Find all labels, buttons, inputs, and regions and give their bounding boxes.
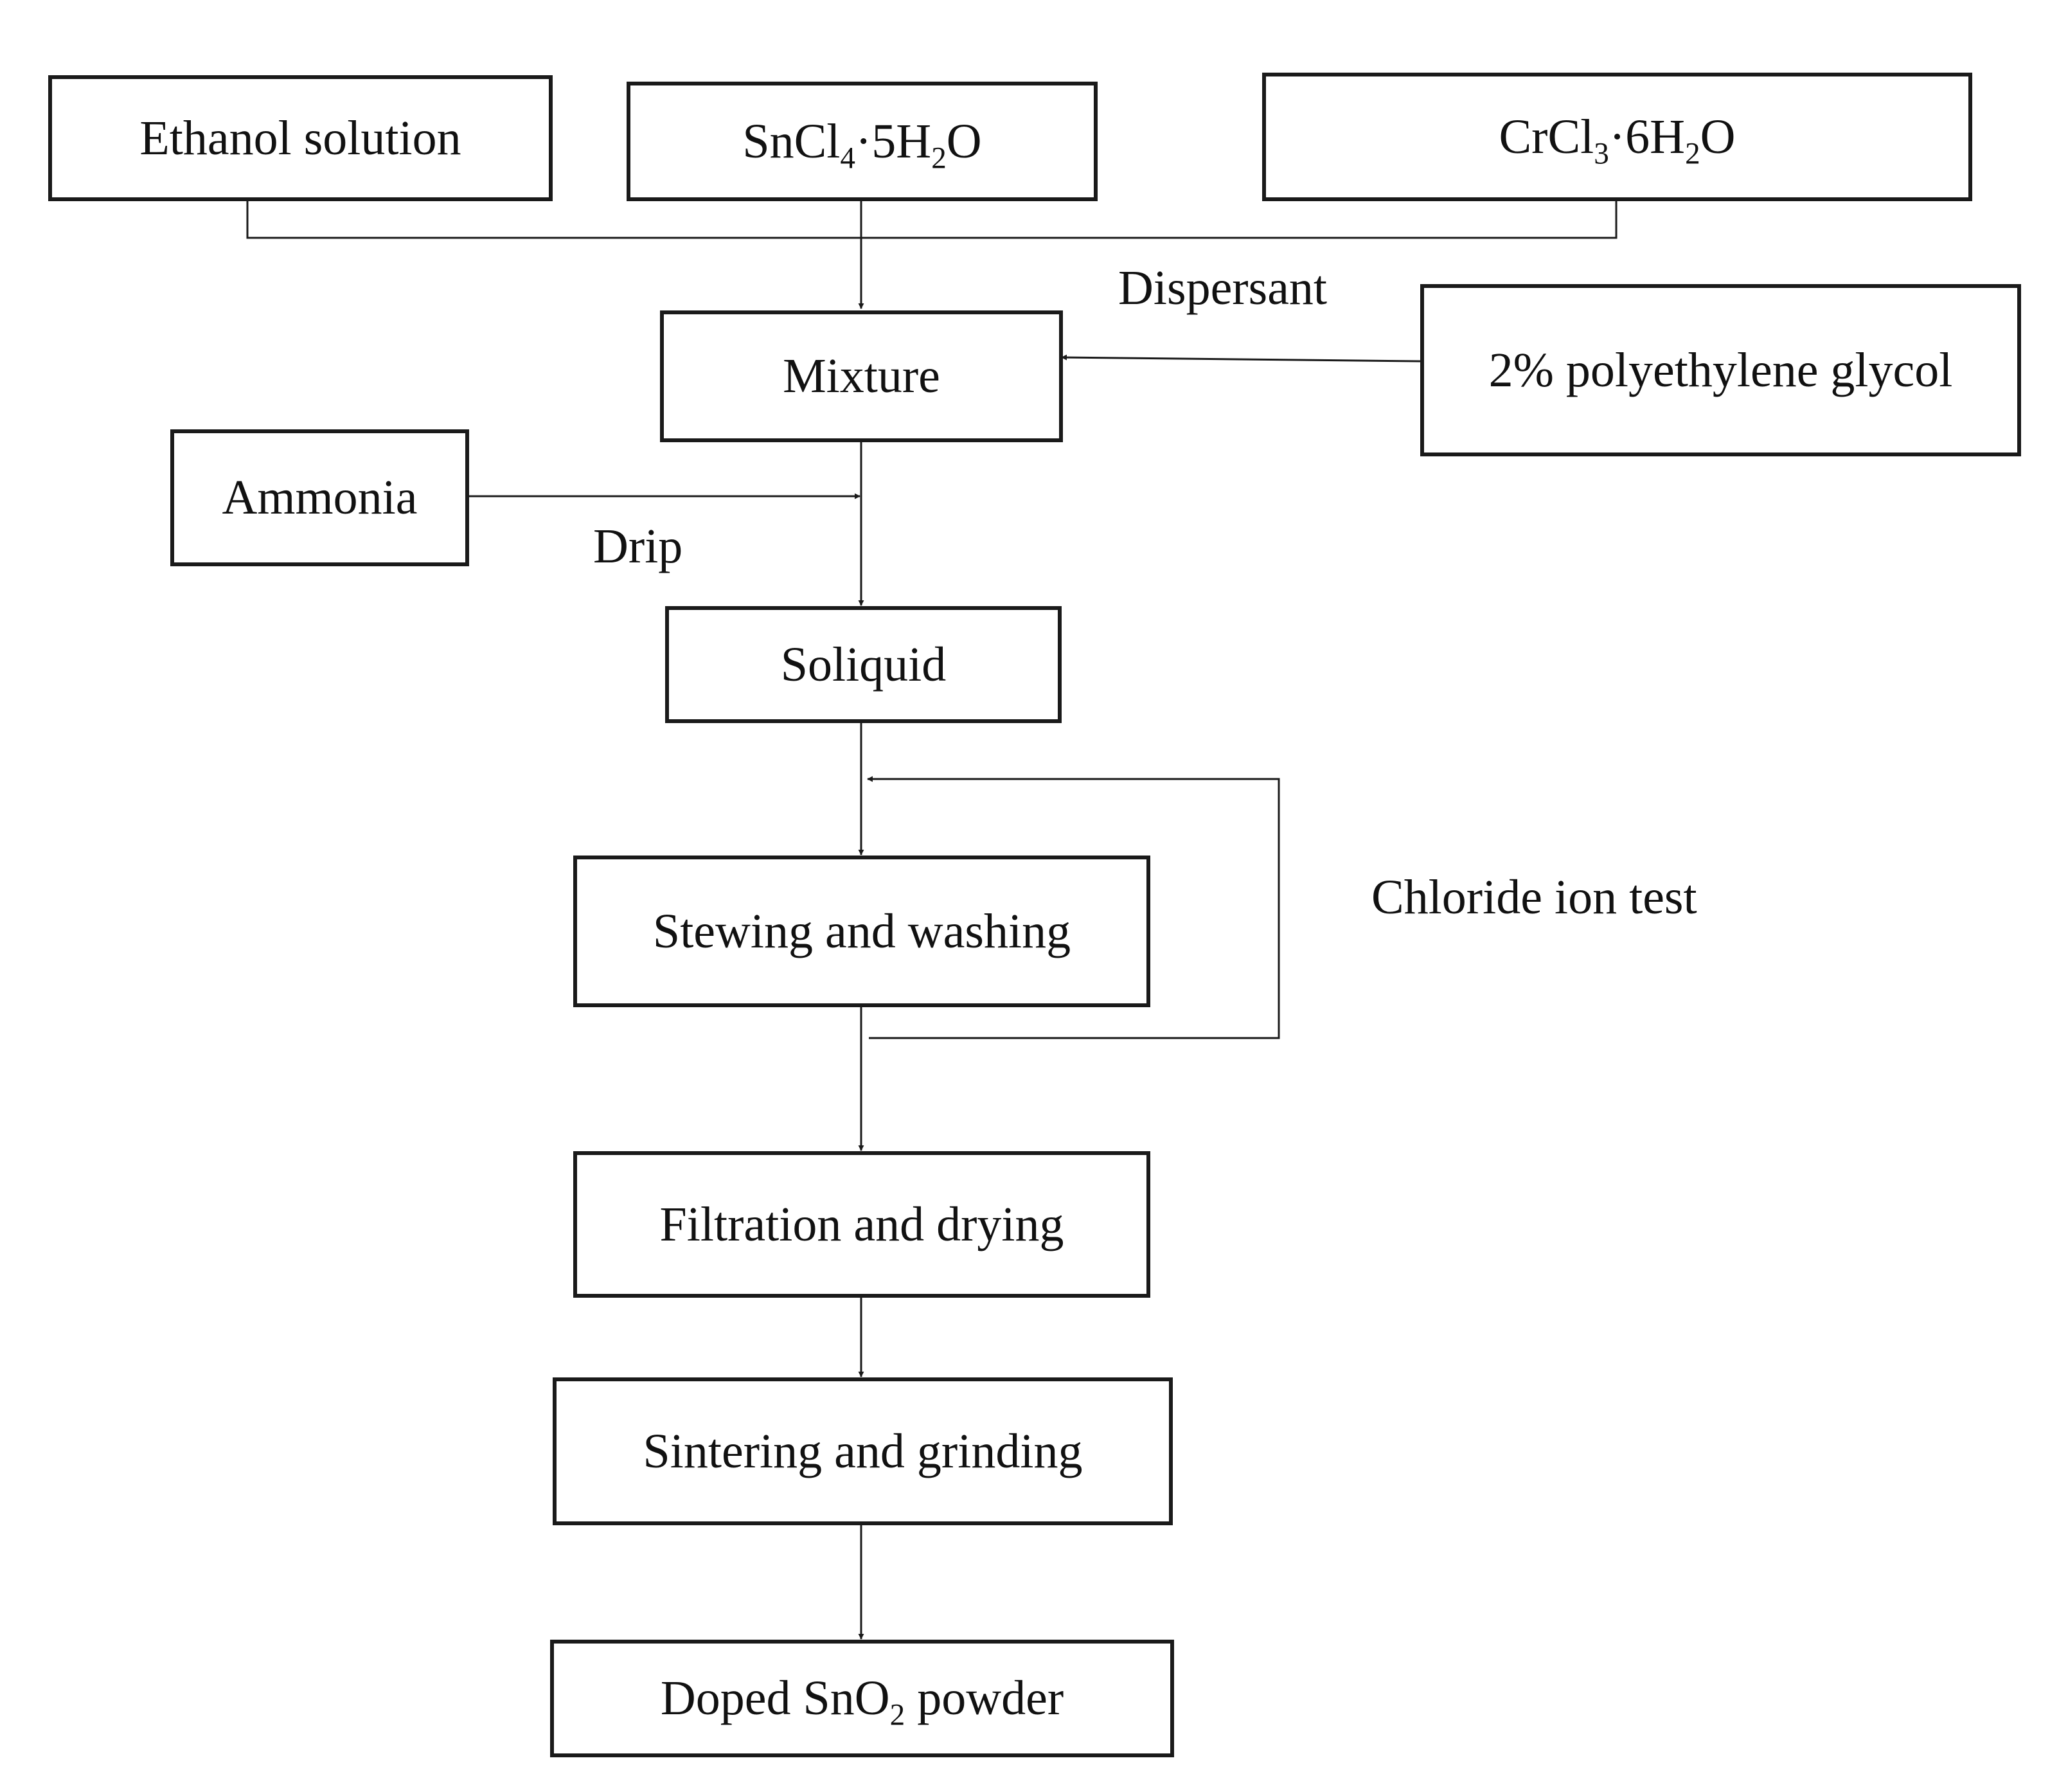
label-drip: Drip [593,519,683,573]
node-ethanol-solution: Ethanol solution [48,75,553,201]
arrow-dispersant [1061,354,1421,363]
node-polyethylene-glycol: 2% polyethylene glycol [1420,284,2021,456]
label-chloride-ion-test: Chloride ion test [1371,870,1697,924]
node-soliquid: Soliquid [665,606,1062,723]
crcl3-formula: CrCl3·6H2O [1499,109,1736,170]
node-stewing-washing: Stewing and washing [573,856,1150,1007]
doped-formula: Doped SnO2 powder [660,1671,1064,1732]
loop-chloride-test [867,776,1280,1039]
connector-crcl3 [861,199,1618,239]
node-crcl3: CrCl3·6H2O [1262,73,1972,201]
node-filtration-drying: Filtration and drying [573,1151,1150,1298]
node-sncl4: SnCl4·5H2O [627,82,1098,201]
node-doped-sno2-powder: Doped SnO2 powder [550,1640,1174,1757]
connector-ethanol [246,199,861,239]
sncl4-formula: SnCl4·5H2O [742,114,982,175]
node-sintering-grinding: Sintering and grinding [553,1377,1173,1525]
node-mixture: Mixture [660,310,1063,442]
label-dispersant: Dispersant [1118,261,1328,315]
node-ammonia: Ammonia [170,429,469,566]
